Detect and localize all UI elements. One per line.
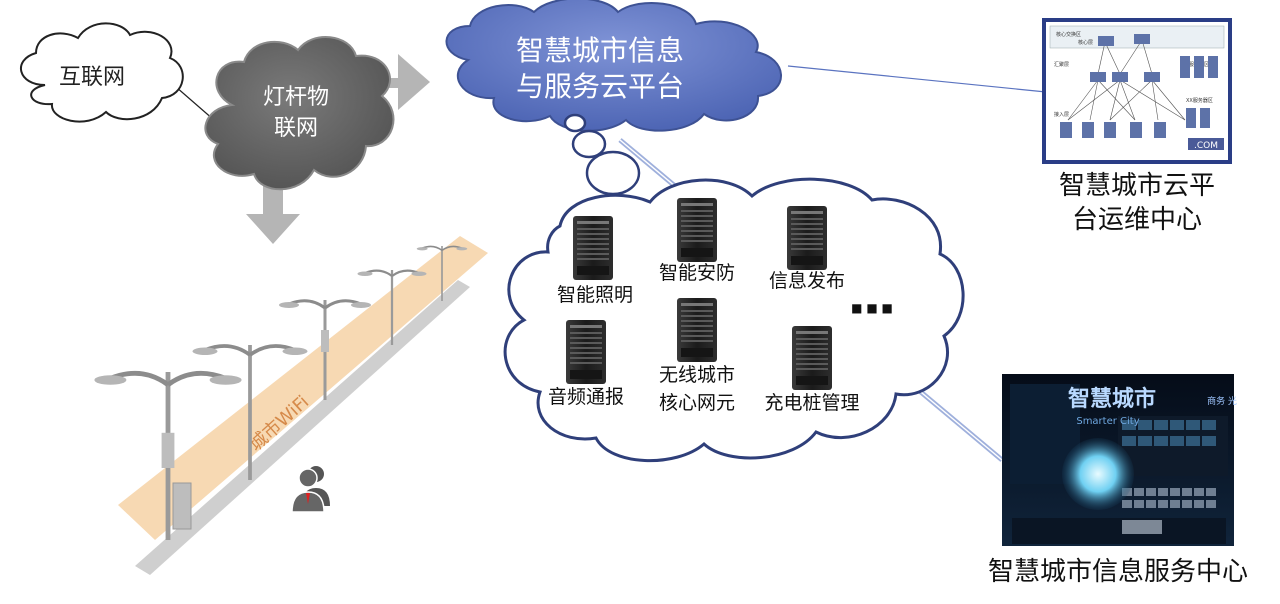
people-icon (291, 466, 330, 513)
info-service-center-image: 智慧城市 Smarter City 商务 光 (1002, 374, 1237, 546)
service-label-2: 核心网元 (659, 392, 735, 414)
street-pole (190, 343, 310, 480)
topology-label: 核心交换区 (1056, 31, 1081, 38)
platform-to-ops-line (787, 65, 1047, 93)
bubble-large (585, 150, 641, 196)
street-pole (277, 298, 373, 402)
street-pole (94, 372, 241, 540)
server-icon (677, 198, 717, 262)
screen-subtitle: Smarter City (1076, 416, 1139, 427)
cloud-platform-label-1: 智慧城市信息 (516, 34, 684, 67)
pole-iot-label-1: 灯杆物 (263, 85, 329, 110)
topology-label: 核心层 (1078, 39, 1093, 46)
server-icon (573, 216, 613, 280)
screen-title: 智慧城市 (1068, 386, 1156, 412)
server-icon (787, 206, 827, 270)
server-icon (792, 326, 832, 390)
info-service-center-label: 智慧城市信息服务中心 (988, 557, 1248, 587)
topology-label: 接入层 (1054, 111, 1069, 118)
arrow-down-icon (246, 185, 300, 244)
bubble-small (563, 113, 587, 133)
service-label: 音频通报 (548, 386, 624, 408)
topology-label: XX服务器区 (1186, 97, 1213, 104)
road (135, 280, 470, 575)
screen-side-text: 商务 光 (1207, 395, 1237, 407)
ops-center-label-1: 智慧城市云平 (1059, 171, 1215, 201)
ellipsis-marker: ■ ■ ■ (851, 301, 893, 315)
topology-watermark: .COM (1194, 141, 1218, 151)
pole-cabinet (172, 482, 192, 530)
street-scene: 城市WiFi (94, 236, 488, 575)
pole-iot-label-2: 联网 (274, 116, 318, 141)
internet-label: 互联网 (59, 65, 125, 90)
pole-iot-cloud: 灯杆物 联网 (204, 36, 395, 191)
bubble-medium (571, 129, 607, 159)
services-cloud: 智能照明 智能安防 信息发布 ■ ■ ■ 音频通报 无线城市 核心网元 充电桩管… (503, 177, 965, 462)
server-icon (677, 298, 717, 362)
ops-center-label-2: 台运维中心 (1072, 205, 1202, 235)
service-label: 智能照明 (557, 284, 633, 306)
internet-cloud: 互联网 (19, 22, 184, 123)
service-label: 信息发布 (769, 270, 845, 292)
service-label: 充电桩管理 (764, 392, 859, 414)
service-label-1: 无线城市 (659, 364, 735, 386)
wifi-band (118, 236, 488, 540)
topology-label: 汇聚层 (1054, 61, 1069, 68)
server-icon (566, 320, 606, 384)
cloud-platform-label-2: 与服务云平台 (516, 70, 684, 103)
arrow-right-icon (375, 54, 430, 110)
service-label: 智能安防 (659, 262, 735, 284)
cloud-platform: 智慧城市信息 与服务云平台 (445, 0, 782, 132)
ops-center-topology-image: 核心交换区 核心层 汇聚层 XX服务器区 XX服务器区 接入层 .COM (1042, 18, 1232, 164)
globe-icon (1062, 438, 1134, 510)
